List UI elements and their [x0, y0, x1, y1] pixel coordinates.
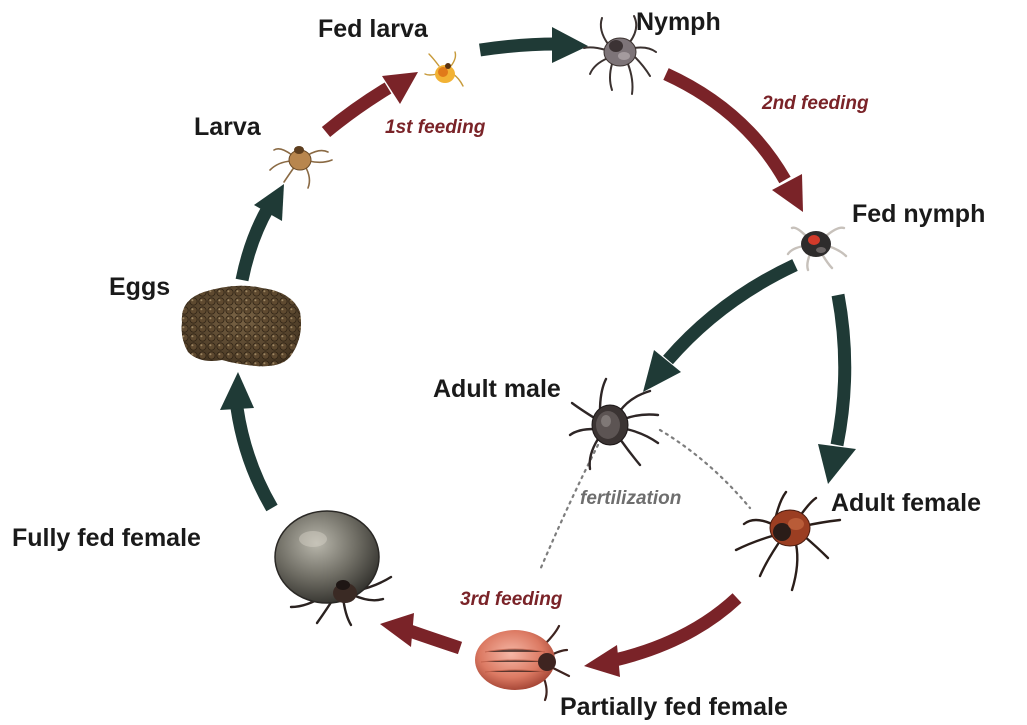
arrow-fully-fed-female-to-eggs	[220, 372, 272, 508]
arrow-nymph-to-fed-nymph-shaft	[666, 74, 785, 180]
label-nymph: Nymph	[636, 8, 721, 36]
arrow-larva-to-fed-larva-shaft	[326, 88, 388, 132]
arrow-eggs-to-larva	[242, 184, 284, 280]
fed-larva-tick-icon	[425, 52, 463, 86]
arrow-fully-fed-female-to-eggs-head	[220, 372, 254, 410]
label-adult-male: Adult male	[433, 375, 561, 403]
arrow-fed-nymph-to-adult-female-shaft	[837, 295, 845, 445]
arrow-partially-fed-to-fully-fed-female-shaft	[410, 631, 460, 648]
arrow-fed-larva-to-nymph	[480, 27, 588, 63]
arrow-adult-female-to-partially-fed-female-head	[584, 645, 620, 677]
arrow-fed-larva-to-nymph-head	[552, 27, 588, 63]
label-fully-fed-female: Fully fed female	[12, 524, 201, 552]
adult-female-tick-icon	[736, 492, 840, 590]
adult-male-tick-icon	[570, 379, 658, 469]
arrow-fully-fed-female-to-eggs-shaft	[237, 408, 272, 508]
fed-nymph-tick-icon	[788, 228, 846, 270]
arrow-fed-nymph-to-adult-male-shaft	[668, 265, 795, 360]
arrow-fed-nymph-to-adult-female	[818, 295, 856, 484]
arrow-fed-nymph-to-adult-male	[643, 265, 795, 392]
arrow-partially-fed-to-fully-fed-female	[380, 613, 460, 648]
label-fed-nymph: Fed nymph	[852, 200, 985, 228]
arrow-adult-female-to-partially-fed-female	[584, 598, 737, 677]
arrow-partially-fed-to-fully-fed-female-head	[380, 613, 414, 647]
label-first-feeding: 1st feeding	[385, 117, 486, 138]
arrow-eggs-to-larva-shaft	[242, 208, 268, 280]
label-second-feeding: 2nd feeding	[761, 93, 869, 114]
egg-mass-icon	[182, 286, 301, 367]
label-third-feeding: 3rd feeding	[460, 589, 563, 610]
fully-fed-female-tick-icon	[275, 511, 391, 625]
arrow-fed-larva-to-nymph-shaft	[480, 44, 556, 50]
larva-tick-icon	[270, 146, 332, 188]
partially-fed-female-tick-icon	[475, 626, 569, 700]
label-eggs: Eggs	[109, 273, 170, 301]
label-larva: Larva	[194, 113, 262, 141]
label-fed-larva: Fed larva	[318, 15, 429, 43]
label-fertilization: fertilization	[580, 488, 681, 509]
arrow-fed-nymph-to-adult-female-head	[818, 444, 856, 484]
arrow-adult-female-to-partially-fed-female-shaft	[615, 598, 737, 660]
arrow-nymph-to-fed-nymph-head	[772, 174, 803, 212]
label-adult-female: Adult female	[831, 489, 981, 517]
label-partially-fed-female: Partially fed female	[560, 693, 788, 721]
